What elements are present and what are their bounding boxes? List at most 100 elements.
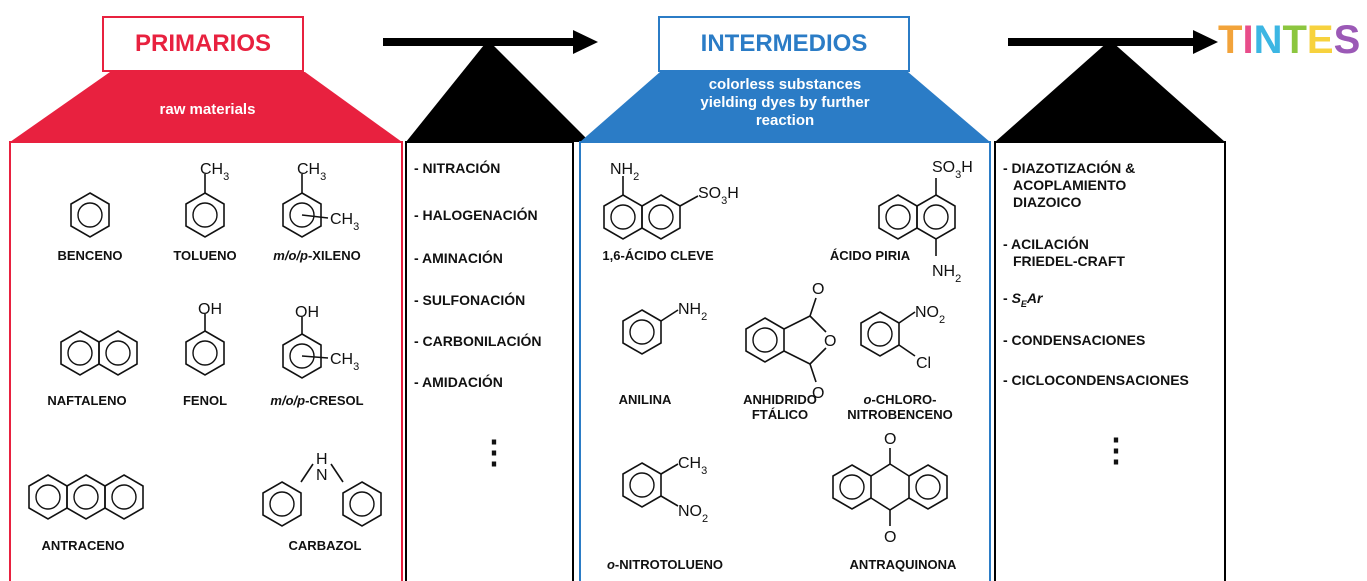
chloronitrobenzene-structure: NO2 Cl (860, 304, 945, 372)
label-cresol-suffix: -CRESOL (305, 393, 364, 408)
intermedios-title: INTERMEDIOS (658, 16, 910, 72)
primarios-structures: CH3 CH3 CH3 OH OH CH3 H N (28, 161, 382, 527)
tintes-letter: E (1306, 18, 1334, 62)
step-line: DIAZOICO (1013, 194, 1082, 210)
svg-text:H: H (316, 451, 328, 468)
aniline-structure (622, 309, 662, 355)
anthracene-structure (28, 474, 144, 520)
intermedios-banner-shape (580, 72, 990, 142)
label-anhidrido-line2: FTÁLICO (751, 407, 809, 422)
carbazole-structure: H N (262, 451, 382, 527)
toluene-structure (185, 192, 225, 238)
label-piria: ÁCIDO PIRIA (829, 248, 911, 263)
svg-text:NO2: NO2 (678, 503, 708, 525)
primarios-banner-text: raw materials (159, 101, 256, 118)
phthalic-anhydride-structure: O O O (745, 281, 836, 402)
reactions2-ellipsis: ⋮ (1100, 432, 1132, 468)
primarios-title: PRIMARIOS (102, 16, 304, 72)
reaction-step: - AMINACIÓN (414, 250, 503, 266)
svg-text:O: O (812, 281, 824, 298)
intermedios-panel (579, 141, 991, 581)
svg-text:O: O (812, 385, 824, 402)
svg-text:CH3: CH3 (297, 161, 326, 183)
step-ar: Ar (1026, 290, 1043, 306)
nitrotoluene-structure: CH3 NO2 (622, 455, 708, 525)
naphthalene-structure (60, 330, 138, 376)
piria-acid-structure: SO3H NH2 (878, 159, 973, 285)
svg-text:NH2: NH2 (610, 161, 639, 183)
reactions1-panel (405, 141, 574, 581)
step-line: - DIAZOTIZACIÓN & (1003, 160, 1136, 176)
label-chloro-suffix: -CHLORO- (871, 392, 937, 407)
label-anhidrido-line1: ANHIDRIDO (743, 392, 817, 407)
reaction-step: - SULFONACIÓN (414, 292, 526, 308)
svg-text:O: O (824, 333, 836, 350)
svg-text:O: O (884, 529, 896, 546)
primarios-panel (9, 141, 403, 581)
label-anilina: ANILINA (618, 392, 672, 407)
anthraquinone-structure: O O (832, 431, 948, 546)
label-tolueno: TOLUENO (173, 248, 237, 263)
svg-text:CH3: CH3 (330, 351, 359, 373)
label-xileno: m/o/p-XILENO (262, 248, 372, 263)
svg-text:NH2: NH2 (678, 301, 707, 323)
tintes-letter: I (1242, 18, 1254, 62)
label-cresol: m/o/p-CRESOL (257, 393, 377, 408)
svg-text:OH: OH (198, 301, 222, 318)
label-nitrotolueno-prefix: o (606, 557, 615, 572)
tintes-letter: N (1253, 18, 1283, 62)
step-subscript: E (1020, 298, 1027, 309)
step-prefix: - (1003, 290, 1012, 306)
reaction-step-sear: - SEAr (1003, 290, 1042, 313)
label-antraquinona: ANTRAQUINONA (849, 557, 957, 572)
label-antraceno: ANTRACENO (41, 538, 125, 553)
svg-text:CH3: CH3 (330, 211, 359, 233)
label-anhidrido: ANHIDRIDO FTÁLICO (735, 392, 825, 422)
label-nitrotolueno: o-NITROTOLUENO (600, 557, 730, 572)
svg-text:NO2: NO2 (915, 304, 945, 326)
svg-text:Cl: Cl (916, 355, 931, 372)
reactions1-ellipsis: ⋮ (478, 434, 510, 470)
label-benceno: BENCENO (57, 248, 123, 263)
tintes-title: T I N T E S (1218, 18, 1360, 68)
svg-text:CH3: CH3 (678, 455, 707, 477)
benzene-structure (70, 192, 110, 238)
label-chloro-prefix: o (863, 392, 872, 407)
cleve-acid-structure: NH2 SO3H (603, 161, 739, 240)
reaction-step: - CARBONILACIÓN (414, 333, 542, 349)
label-nitrotolueno-suffix: -NITROTOLUENO (614, 557, 724, 572)
label-xileno-prefix: m/o/p (273, 248, 308, 263)
svg-text:CH3: CH3 (200, 161, 229, 183)
label-carbazol: CARBAZOL (288, 538, 362, 553)
reaction-step: - AMIDACIÓN (414, 374, 503, 390)
label-xileno-suffix: -XILENO (307, 248, 361, 263)
reaction-step-diazotizacion: - DIAZOTIZACIÓN & ACOPLAMIENTO DIAZOICO (1003, 160, 1135, 211)
label-cleve: 1,6-ÁCIDO CLEVE (602, 248, 714, 263)
step-line: - ACILACIÓN (1003, 236, 1089, 252)
step-line: FRIEDEL-CRAFT (1013, 253, 1125, 269)
reactions1-triangle (406, 40, 590, 142)
banner-line: reaction (755, 112, 815, 129)
svg-text:NH2: NH2 (932, 263, 961, 285)
label-chloronitrobenceno: o-CHLORO- NITROBENCENO (840, 392, 960, 422)
reaction-step: - HALOGENACIÓN (414, 207, 538, 223)
step-s: S (1011, 290, 1021, 306)
arrow-1-head (573, 30, 598, 54)
tintes-letter: S (1333, 18, 1361, 62)
intermedios-structures: NH2 SO3H SO3H NH2 NH2 O O O NO2 Cl (603, 159, 973, 546)
reactions2-panel (994, 141, 1226, 581)
tintes-letter: T (1218, 18, 1243, 62)
label-cresol-prefix: m/o/p (270, 393, 306, 408)
primarios-banner-shape (10, 72, 402, 142)
banner-line: yielding dyes by further (700, 94, 870, 111)
phenol-structure (185, 330, 225, 376)
svg-text:SO3H: SO3H (698, 185, 739, 207)
svg-text:N: N (316, 467, 328, 484)
reaction-step: - NITRACIÓN (414, 160, 501, 176)
svg-text:SO3H: SO3H (932, 159, 973, 181)
label-fenol: FENOL (182, 393, 228, 408)
intermedios-banner-text: colorless substances yielding dyes by fu… (640, 76, 930, 130)
reaction-step-ciclocondensaciones: - CICLOCONDENSACIONES (1003, 372, 1189, 388)
arrow-2-head (1193, 30, 1218, 54)
